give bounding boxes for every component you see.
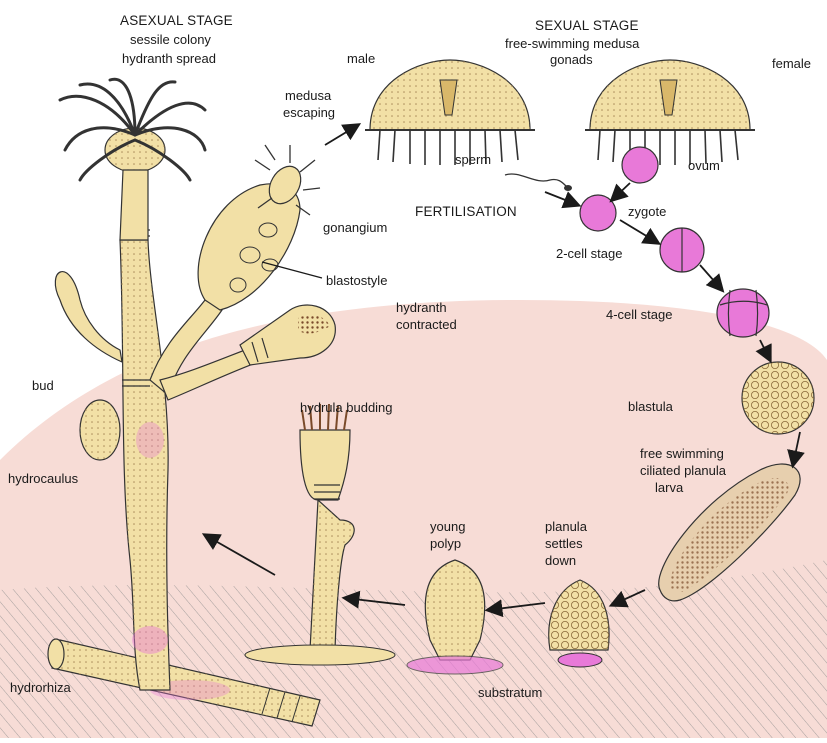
label-medusa-escaping-2: escaping [283,105,335,120]
label-hydranth-contracted-2: contracted [396,317,457,332]
heading-sexual-sub1: free-swimming medusa [505,36,640,51]
arrow-two-to-four-cell [700,265,722,290]
label-ovum: ovum [688,158,720,173]
heading-asexual-stage: ASEXUAL STAGE [120,13,233,28]
hydranth-spread [60,79,205,240]
label-planula-larva-3: larva [655,480,684,495]
arrow-sperm-to-zygote [545,192,578,205]
heading-asexual-sub2: hydranth spread [122,51,216,66]
label-gonangium: gonangium [323,220,387,235]
heading-sexual-stage: SEXUAL STAGE [535,18,639,33]
label-planula-larva-1: free swimming [640,446,724,461]
blastula [742,362,814,434]
male-medusa [365,60,535,165]
sperm-icon [505,174,566,186]
label-female: female [772,56,811,71]
female-medusa [585,60,755,165]
arrow-ovum-to-zygote [612,183,630,200]
ovum-cell [622,147,658,183]
label-male: male [347,51,375,66]
label-substratum: substratum [478,685,542,700]
two-cell-embryo [660,228,704,272]
arrow-zygote-to-two-cell [620,220,658,243]
label-gonads: gonads [550,52,593,67]
label-zygote: zygote [628,204,666,219]
label-planula-larva-2: ciliated planula [640,463,727,478]
label-fertilisation: FERTILISATION [415,204,517,219]
label-bud: bud [32,378,54,393]
four-cell-embryo [717,289,769,337]
label-planula-settles-3: down [545,553,576,568]
label-blastostyle: blastostyle [326,273,387,288]
arrow-escape-to-medusa [325,125,358,145]
label-two-cell-stage: 2-cell stage [556,246,622,261]
label-young-polyp-1: young [430,519,465,534]
label-young-polyp-2: polyp [430,536,461,551]
label-hydrula-budding: hydrula budding [300,400,393,415]
label-sperm: sperm [455,152,491,167]
label-hydranth-contracted-1: hydranth [396,300,447,315]
heading-asexual-sub1: sessile colony [130,32,211,47]
label-hydrorhiza: hydrorhiza [10,680,71,695]
label-four-cell-stage: 4-cell stage [606,307,672,322]
label-blastula: blastula [628,399,674,414]
label-planula-settles-2: settles [545,536,583,551]
zygote-cell [580,195,616,231]
label-hydrocaulus: hydrocaulus [8,471,79,486]
label-medusa-escaping-1: medusa [285,88,332,103]
label-planula-settles-1: planula [545,519,588,534]
